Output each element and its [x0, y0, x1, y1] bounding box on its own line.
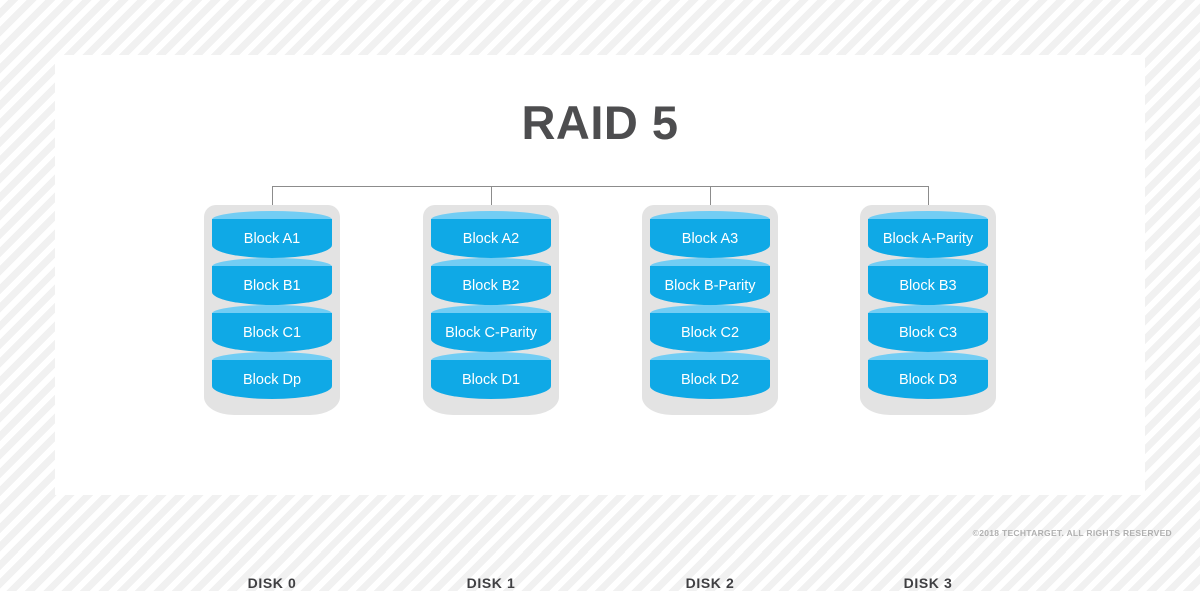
- disk-2[interactable]: Block A3 Block B-Parity Block C2 Block D…: [642, 205, 778, 591]
- cylinder-body: [650, 313, 770, 352]
- block-label: Block B-Parity: [664, 277, 756, 294]
- disk-0-label: DISK 0: [247, 575, 297, 591]
- cylinder-body: [868, 266, 988, 305]
- cylinder-body: [868, 219, 988, 258]
- disk-2-block-0[interactable]: Block A3: [650, 211, 770, 258]
- disk-2-block-1[interactable]: Block B-Parity: [650, 258, 770, 305]
- disk-3-label: DISK 3: [903, 575, 953, 591]
- disk-1-cylinder: Block A2 Block B2 Block C-Parity Block D…: [423, 205, 559, 415]
- disk-2-block-3[interactable]: Block D2: [650, 352, 770, 399]
- disk-3-block-3[interactable]: Block D3: [868, 352, 988, 399]
- cylinder-body: [431, 266, 551, 305]
- disk-3-block-2[interactable]: Block C3: [868, 305, 988, 352]
- block-label: Block D1: [461, 371, 521, 388]
- cylinder-body: [650, 266, 770, 305]
- disk-1-block-2[interactable]: Block C-Parity: [431, 305, 551, 352]
- disk-3-block-1[interactable]: Block B3: [868, 258, 988, 305]
- disk-1-block-0[interactable]: Block A2: [431, 211, 551, 258]
- block-label: Block A-Parity: [882, 230, 974, 247]
- cylinder-body: [212, 360, 332, 399]
- cylinder-body: [212, 313, 332, 352]
- disk-0-block-1[interactable]: Block B1: [212, 258, 332, 305]
- cylinder-body: [212, 219, 332, 258]
- disk-3-cylinder: Block A-Parity Block B3 Block C3 Block D…: [860, 205, 996, 415]
- block-label: Block D3: [898, 371, 958, 388]
- cylinder-body: [650, 360, 770, 399]
- disk-3[interactable]: Block A-Parity Block B3 Block C3 Block D…: [860, 205, 996, 591]
- disk-0[interactable]: Block A1 Block B1 Block C1 Block Dp: [204, 205, 340, 591]
- block-label: Block D2: [680, 371, 740, 388]
- disk-array: Block A1 Block B1 Block C1 Block Dp: [55, 55, 1145, 591]
- cylinder-body: [650, 219, 770, 258]
- diagram-card: RAID 5 Block A1 Block B1: [55, 55, 1145, 591]
- block-label: Block C1: [242, 324, 302, 341]
- disk-1-label: DISK 1: [466, 575, 516, 591]
- block-label: Block B2: [462, 277, 520, 294]
- disk-0-block-0[interactable]: Block A1: [212, 211, 332, 258]
- block-label: Block B3: [899, 277, 957, 294]
- cylinder-body: [431, 313, 551, 352]
- disk-1-block-1[interactable]: Block B2: [431, 258, 551, 305]
- cylinder-body: [431, 219, 551, 258]
- bus-connector-line: [272, 186, 928, 187]
- cylinder-body: [868, 360, 988, 399]
- block-label: Block B1: [243, 277, 301, 294]
- block-label: Block C-Parity: [445, 324, 537, 341]
- disk-0-block-2[interactable]: Block C1: [212, 305, 332, 352]
- disk-1-block-3[interactable]: Block D1: [431, 352, 551, 399]
- cylinder-body: [868, 313, 988, 352]
- block-label: Block Dp: [242, 371, 302, 388]
- copyright-notice: ©2018 TECHTARGET. ALL RIGHTS RESERVED: [972, 528, 1172, 538]
- cylinder-body: [212, 266, 332, 305]
- disk-2-block-2[interactable]: Block C2: [650, 305, 770, 352]
- cylinder-body: [431, 360, 551, 399]
- disk-1[interactable]: Block A2 Block B2 Block C-Parity Block D…: [423, 205, 559, 591]
- block-label: Block C2: [680, 324, 740, 341]
- block-label: Block A1: [243, 230, 301, 247]
- block-label: Block C3: [898, 324, 958, 341]
- disk-0-cylinder: Block A1 Block B1 Block C1 Block Dp: [204, 205, 340, 415]
- disk-0-block-3[interactable]: Block Dp: [212, 352, 332, 399]
- block-label: Block A3: [681, 230, 739, 247]
- disk-2-label: DISK 2: [685, 575, 735, 591]
- disk-3-block-0[interactable]: Block A-Parity: [868, 211, 988, 258]
- disk-2-cylinder: Block A3 Block B-Parity Block C2 Block D…: [642, 205, 778, 415]
- block-label: Block A2: [462, 230, 520, 247]
- page-title: RAID 5: [521, 96, 679, 149]
